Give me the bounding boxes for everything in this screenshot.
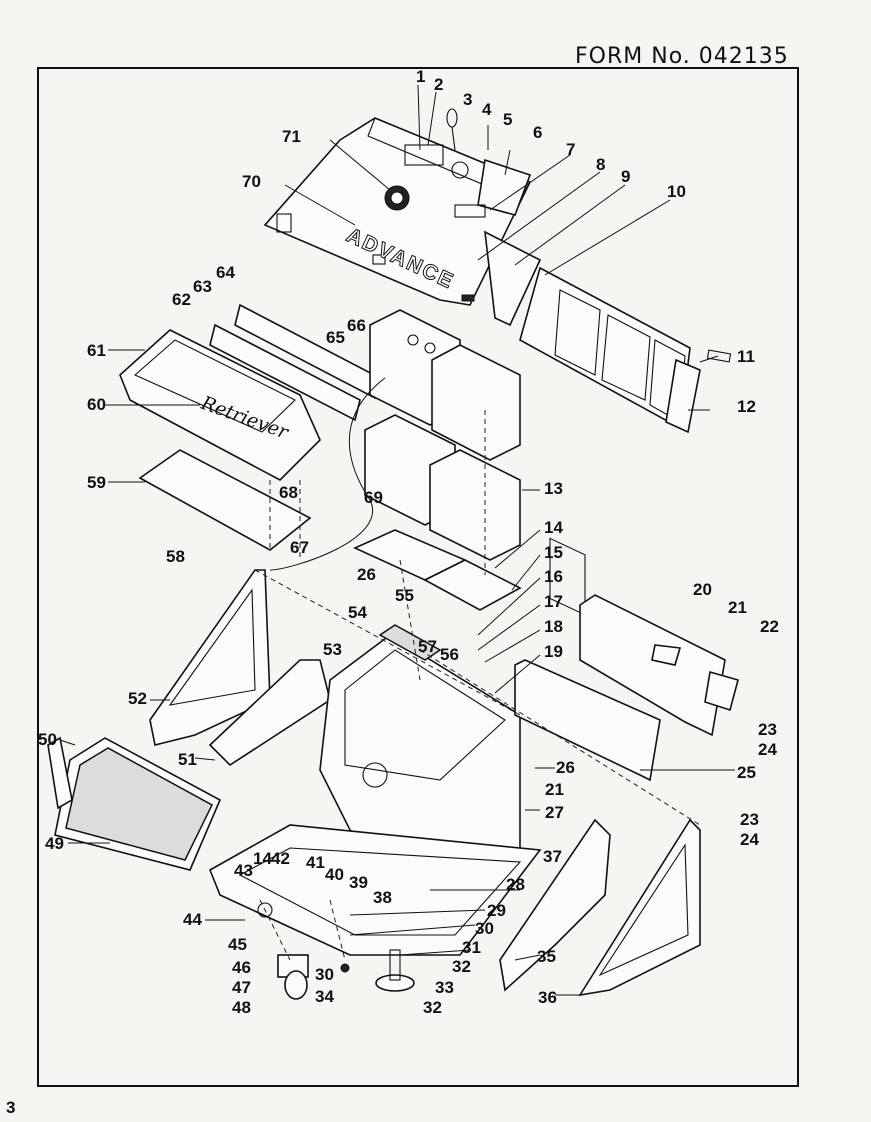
battery-assembly <box>353 309 522 611</box>
callout-45: 45 <box>228 935 247 954</box>
base-frame <box>208 824 542 956</box>
callout-25: 25 <box>737 763 756 782</box>
callout-49: 49 <box>45 834 64 853</box>
callout-15: 15 <box>544 543 563 562</box>
callout-16: 16 <box>544 567 563 586</box>
right-side-panels <box>499 818 701 997</box>
cable <box>269 377 386 571</box>
callout-39: 39 <box>349 873 368 892</box>
callout-3: 3 <box>463 90 472 109</box>
callout-34: 34 <box>315 987 334 1006</box>
callout-23-bottom: 23 <box>740 810 759 829</box>
caster-assembly <box>277 949 415 1000</box>
form-number: FORM No. 042135 <box>575 44 789 69</box>
callout-37: 37 <box>543 847 562 866</box>
callout-29: 29 <box>487 901 506 920</box>
callout-59: 59 <box>87 473 106 492</box>
callout-30-right: 30 <box>475 919 494 938</box>
filter-assembly <box>47 736 222 871</box>
callout-27: 27 <box>545 803 564 822</box>
callout-17: 17 <box>544 592 563 611</box>
callout-30-left: 30 <box>315 965 334 984</box>
callout-22: 22 <box>760 617 779 636</box>
callout-8: 8 <box>596 155 605 174</box>
callout-56: 56 <box>440 645 459 664</box>
callout-42: 42 <box>271 849 290 868</box>
callout-71: 71 <box>282 127 301 146</box>
callout-43: 43 <box>234 861 253 880</box>
callout-40: 40 <box>325 865 344 884</box>
callout-67: 67 <box>290 538 309 557</box>
leader-lines <box>59 84 735 996</box>
callout-58: 58 <box>166 547 185 566</box>
callout-69: 69 <box>364 488 383 507</box>
callout-64: 64 <box>216 263 235 282</box>
callout-9: 9 <box>621 167 630 186</box>
callout-50: 50 <box>38 730 57 749</box>
latch-plate <box>454 204 486 218</box>
callout-53: 53 <box>323 640 342 659</box>
phantom-lines <box>254 410 701 961</box>
callout-23-top: 23 <box>758 720 777 739</box>
callout-65: 65 <box>326 328 345 347</box>
callout-68: 68 <box>279 483 298 502</box>
callout-18: 18 <box>544 617 563 636</box>
callout-2: 2 <box>434 75 443 94</box>
callout-61: 61 <box>87 341 106 360</box>
callout-24-top: 24 <box>758 740 777 759</box>
callout-12: 12 <box>737 397 756 416</box>
rear-screen-assembly <box>484 230 732 616</box>
callout-46: 46 <box>232 958 251 977</box>
callout-55: 55 <box>395 586 414 605</box>
callout-7: 7 <box>566 140 575 159</box>
callout-13: 13 <box>544 479 563 498</box>
callout-51: 51 <box>178 750 197 769</box>
callout-14-left: 14 <box>253 849 272 868</box>
callout-44: 44 <box>183 910 202 929</box>
shroud-assembly: Retriever <box>119 303 381 551</box>
callout-48: 48 <box>232 998 251 1017</box>
callout-24-bottom: 24 <box>740 830 759 849</box>
hood-assembly: ADVANCE <box>263 108 532 306</box>
callout-26-left: 26 <box>357 565 376 584</box>
callout-35: 35 <box>537 947 556 966</box>
callout-21-top: 21 <box>728 598 747 617</box>
callout-20: 20 <box>693 580 712 599</box>
callout-36: 36 <box>538 988 557 1007</box>
left-side-panels <box>149 569 331 767</box>
callout-33: 33 <box>435 978 454 997</box>
callout-62: 62 <box>172 290 191 309</box>
callout-41: 41 <box>306 853 325 872</box>
callout-57: 57 <box>418 637 437 656</box>
callout-10: 10 <box>667 182 686 201</box>
part-callouts: 1 2 3 4 5 6 7 8 9 10 11 12 13 14 15 16 1… <box>38 67 779 1017</box>
callout-47: 47 <box>232 978 251 997</box>
callout-38: 38 <box>373 888 392 907</box>
callout-60: 60 <box>87 395 106 414</box>
callout-31: 31 <box>462 938 481 957</box>
callout-54: 54 <box>348 603 367 622</box>
callout-32-lower: 32 <box>423 998 442 1017</box>
right-panels <box>514 594 739 782</box>
page-number: 3 <box>6 1098 16 1117</box>
diagram-frame <box>37 67 799 1087</box>
callout-19: 19 <box>544 642 563 661</box>
callout-52: 52 <box>128 689 147 708</box>
callout-70: 70 <box>242 172 261 191</box>
callout-63: 63 <box>193 277 212 296</box>
callout-4: 4 <box>482 100 492 119</box>
callout-11: 11 <box>737 347 755 366</box>
callout-6: 6 <box>533 123 542 142</box>
callout-66: 66 <box>347 316 366 335</box>
callout-1: 1 <box>416 67 425 86</box>
callout-26-right: 26 <box>556 758 575 777</box>
callout-28: 28 <box>506 875 525 894</box>
callout-21-right: 21 <box>545 780 564 799</box>
callout-5: 5 <box>503 110 512 129</box>
callout-32-upper: 32 <box>452 957 471 976</box>
callout-14: 14 <box>544 518 563 537</box>
